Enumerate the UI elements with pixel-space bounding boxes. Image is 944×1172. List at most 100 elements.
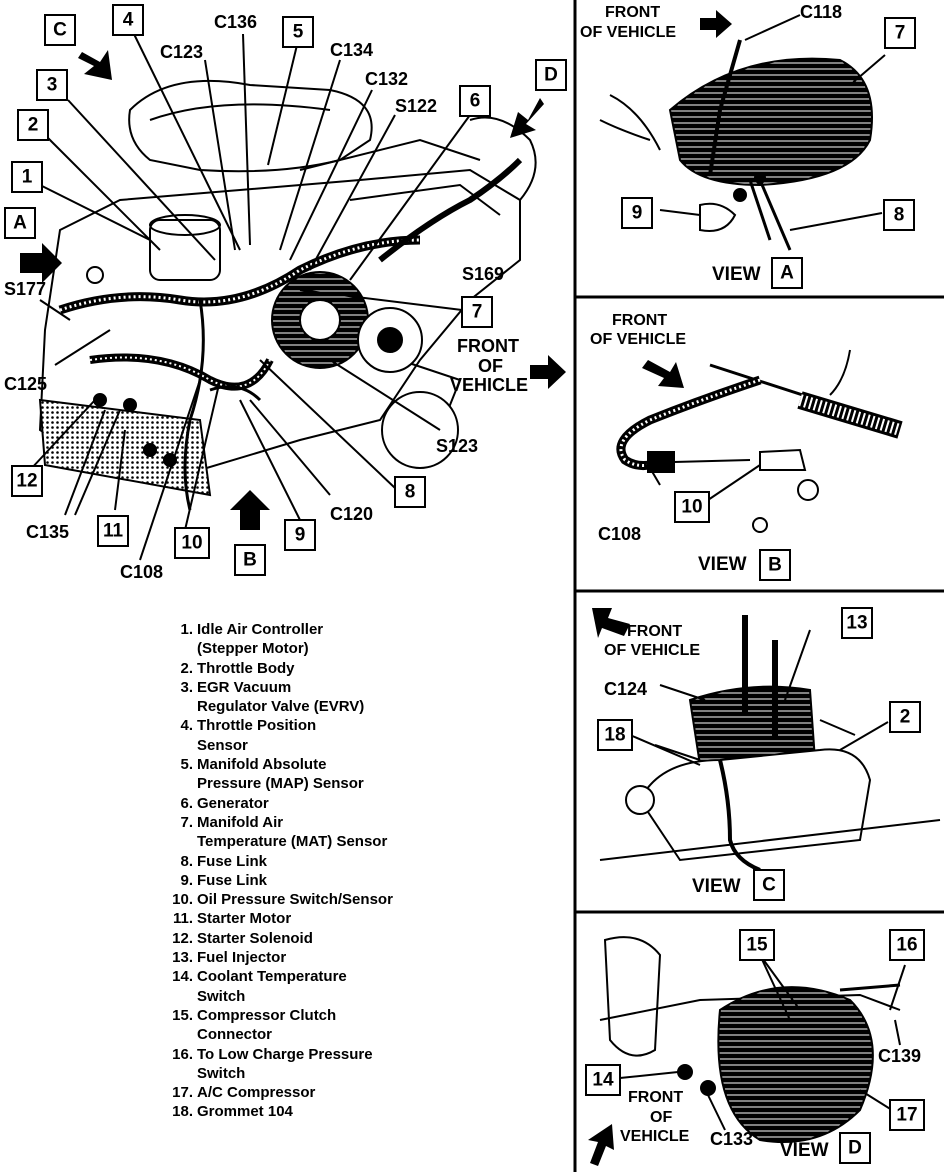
legend-number: 11. xyxy=(172,910,193,928)
label-c108-main: C108 xyxy=(120,562,163,582)
callout-12: 12 xyxy=(16,471,37,492)
label-c120: C120 xyxy=(330,504,373,524)
callout-9-view-a: 9 xyxy=(632,203,643,224)
legend-number: 4. xyxy=(180,717,193,735)
label-c134: C134 xyxy=(330,40,373,60)
legend-item: 8.Fuse Link xyxy=(168,852,498,871)
callout-box-3 xyxy=(36,69,68,101)
legend-item: 5.Manifold Absolute xyxy=(168,755,498,774)
legend-number: 6. xyxy=(180,794,193,812)
legend-item: (Stepper Motor) xyxy=(168,639,498,658)
view-a-panel: 7 9 8 A FRONT OF VEHICLE C118 VIEW xyxy=(580,2,916,289)
legend-number xyxy=(168,987,197,1006)
legend-number: 3. xyxy=(180,678,193,696)
legend-number: 17. xyxy=(172,1084,193,1102)
arrow-icon-b xyxy=(230,490,270,530)
legend-number: 1. xyxy=(180,621,193,638)
label-s177: S177 xyxy=(4,279,46,299)
callout-box-8 xyxy=(394,476,426,508)
legend-item: 10.Oil Pressure Switch/Sensor xyxy=(168,890,498,909)
legend-item: 16.To Low Charge Pressure xyxy=(168,1045,498,1064)
callout-5: 5 xyxy=(293,22,304,43)
legend-number: 10. xyxy=(172,891,193,909)
legend-number: 13. xyxy=(172,949,193,967)
legend-number xyxy=(168,1064,197,1083)
arrow-icon-front-main xyxy=(530,355,566,389)
label-s123: S123 xyxy=(436,436,478,456)
connector-labels-main: C136 C123 C134 C132 S122 S169 S177 C125 … xyxy=(4,12,528,582)
callout-box-9 xyxy=(284,519,316,551)
callout-2: 2 xyxy=(28,115,39,136)
callout-1: 1 xyxy=(22,167,33,188)
callout-box-7 xyxy=(461,296,493,328)
legend-text: Connector xyxy=(197,1026,272,1044)
legend-item: 13.Fuel Injector xyxy=(168,948,498,967)
legend-item: 12.Starter Solenoid xyxy=(168,929,498,948)
legend-item: 18.Grommet 104 xyxy=(168,1102,498,1121)
legend-number xyxy=(168,736,197,755)
callout-9: 9 xyxy=(295,525,306,546)
legend-number: 9. xyxy=(180,871,193,889)
label-c139: C139 xyxy=(878,1046,921,1066)
label-front-b-2: OF VEHICLE xyxy=(590,331,686,348)
arrow-icon-a xyxy=(20,243,62,283)
callout-15: 15 xyxy=(746,935,768,956)
arrow-icon-d xyxy=(510,98,544,138)
label-front-main-2: OF xyxy=(478,356,503,376)
legend-item: Pressure (MAP) Sensor xyxy=(168,774,498,793)
legend-number xyxy=(168,639,197,658)
callout-box-10 xyxy=(174,527,210,559)
legend-text: Fuse Link xyxy=(197,852,268,870)
callout-a-view: A xyxy=(780,263,794,284)
legend-number: 18. xyxy=(172,1103,193,1121)
callout-box-2 xyxy=(17,109,49,141)
callout-8-view-a: 8 xyxy=(894,205,905,226)
legend-item: Regulator Valve (EVRV) xyxy=(168,697,498,716)
label-front-d-2: OF xyxy=(650,1109,672,1126)
label-front-b-1: FRONT xyxy=(612,312,667,329)
arrow-icon-front-c xyxy=(592,608,630,638)
label-s122: S122 xyxy=(395,96,437,116)
callout-box-1 xyxy=(11,161,43,193)
callout-18: 18 xyxy=(604,725,625,746)
callout-d-view: D xyxy=(848,1138,862,1159)
callout-box-6 xyxy=(459,85,491,117)
legend-text: A/C Compressor xyxy=(197,1084,316,1102)
legend-text: Idle Air Controller xyxy=(197,621,324,638)
legend-number xyxy=(168,697,197,716)
legend-item: 17.A/C Compressor xyxy=(168,1083,498,1102)
legend-text: Regulator Valve (EVRV) xyxy=(197,698,365,716)
label-c125: C125 xyxy=(4,374,47,394)
legend-item: Switch xyxy=(168,987,498,1006)
view-d-panel: 15 16 14 17 D FRONT OF VEHICLE C133 C139… xyxy=(585,929,925,1166)
direction-arrows xyxy=(20,50,566,530)
callout-13: 13 xyxy=(846,613,867,634)
callout-17: 17 xyxy=(896,1105,917,1126)
label-front-d-3: VEHICLE xyxy=(620,1128,690,1145)
legend-text: Fuse Link xyxy=(197,871,268,889)
callout-6: 6 xyxy=(470,91,481,112)
view-d-word: VIEW xyxy=(780,1140,829,1161)
label-front-c-2: OF VEHICLE xyxy=(604,642,700,659)
legend-number: 12. xyxy=(172,929,193,947)
view-a-word: VIEW xyxy=(712,264,761,285)
legend-text: Switch xyxy=(197,987,246,1005)
label-c118: C118 xyxy=(800,2,842,22)
label-front-c-1: FRONT xyxy=(627,623,682,640)
label-front-d-1: FRONT xyxy=(628,1089,683,1106)
legend-item: Sensor xyxy=(168,736,498,755)
legend-text: Manifold Air xyxy=(197,813,284,831)
legend-item: 4.Throttle Position xyxy=(168,716,498,735)
legend-number: 15. xyxy=(172,1006,193,1024)
legend-number xyxy=(168,1025,197,1044)
callout-8: 8 xyxy=(405,482,416,503)
callout-box-a xyxy=(4,207,36,239)
legend-item: 1.Idle Air Controller xyxy=(168,620,498,639)
legend-number: 2. xyxy=(180,659,193,677)
legend-text: EGR Vacuum xyxy=(197,678,292,696)
leader-lines xyxy=(29,29,471,561)
callout-box-5 xyxy=(282,16,314,48)
callout-d: D xyxy=(544,65,558,86)
label-c136: C136 xyxy=(214,12,257,32)
